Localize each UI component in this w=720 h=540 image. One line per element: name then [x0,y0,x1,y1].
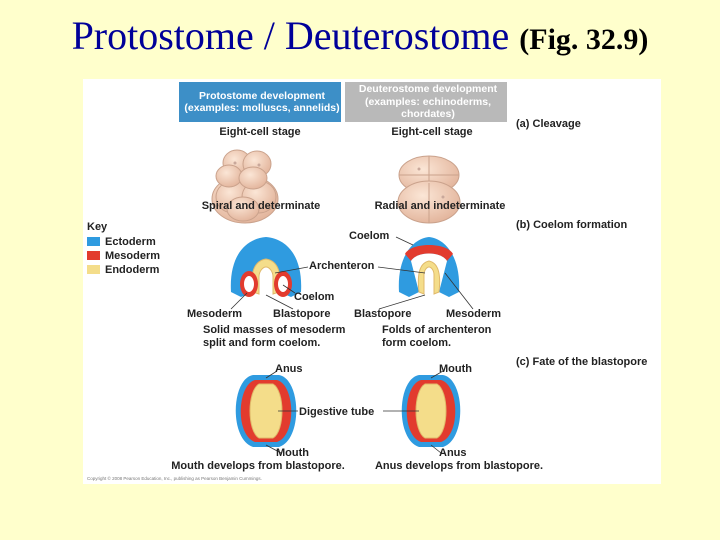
eight-cell-stage-left-label: Eight-cell stage [219,126,301,138]
figure-reference: (Fig. 32.9) [519,23,649,56]
spiral-determinate-label: Spiral and determinate [201,200,321,212]
anus-develops-label: Anus develops from blastopore. [374,460,544,472]
copyright-notice: Copyright © 2008 Pearson Education, Inc.… [87,476,262,481]
title-main: Protostome / Deuterostome [71,13,520,58]
endoderm-swatch [87,265,100,274]
ectoderm-swatch [87,237,100,246]
coelom-top-label: Coelom [349,230,390,242]
mesoderm-right-label: Mesoderm [446,308,502,320]
mouth-left-label: Mouth [276,447,309,459]
protostome-coelom-diagram [230,237,302,297]
deuterostome-eight-cell-embryo [397,155,461,224]
digestive-tube-label: Digestive tube [299,406,375,418]
deuterostome-header: Deuterostome development (examples: echi… [345,82,507,122]
solid-masses-label: Solid masses of mesoderm split and form … [203,324,346,349]
mouth-develops-label: Mouth develops from blastopore. [171,460,345,472]
protostome-digestive-tube [235,375,297,447]
archenteron-label: Archenteron [309,260,375,272]
mesoderm-left-label: Mesoderm [187,308,243,320]
mouth-right-label: Mouth [439,363,472,375]
blastopore-right-label: Blastopore [354,308,412,320]
figure-panel: Protostome development (examples: mollus… [83,79,661,484]
key-title: Key [87,221,108,233]
deuterostome-digestive-tube [401,375,461,447]
leader-lines [230,236,474,454]
figure-illustrations [211,149,474,454]
anus-left-label: Anus [275,363,303,375]
folds-label: Folds of archenteron form coelom. [382,324,492,349]
section-blastopore-label: (c) Fate of the blastopore [516,356,648,368]
key-item-endoderm: Endoderm [87,264,159,277]
radial-indeterminate-label: Radial and indeterminate [374,200,506,212]
section-cleavage-label: (a) Cleavage [516,118,581,130]
coelom-left-label: Coelom [294,291,335,303]
anus-right-label: Anus [439,447,467,459]
key-item-mesoderm: Mesoderm [87,250,160,263]
eight-cell-stage-right-label: Eight-cell stage [391,126,473,138]
deuterostome-coelom-diagram [398,237,460,297]
protostome-eight-cell-embryo [211,149,279,224]
protostome-header: Protostome development (examples: mollus… [179,82,341,122]
section-coelom-label: (b) Coelom formation [516,219,628,231]
mesoderm-swatch [87,251,100,260]
key-item-ectoderm: Ectoderm [87,236,156,249]
slide-title: Protostome / Deuterostome (Fig. 32.9) [0,16,720,56]
blastopore-left-label: Blastopore [273,308,331,320]
